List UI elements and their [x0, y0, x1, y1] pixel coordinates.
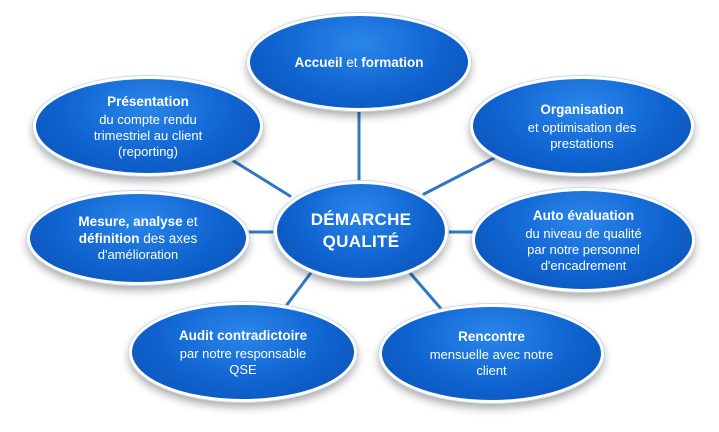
node-audit-contradictoire: Audit contradictoire par notre responsab…	[129, 302, 357, 402]
node-rencontre-title: Rencontre	[458, 329, 525, 344]
center-line-2: QUALITÉ	[322, 232, 400, 251]
connector-audit	[281, 264, 318, 312]
node-presentation: Présentation du compte rendu trimestriel…	[33, 76, 263, 176]
connector-rencontre	[402, 264, 445, 313]
connector-presentation	[230, 158, 292, 198]
center-node-demarche-qualite: DÉMARCHE QUALITÉ	[274, 181, 448, 281]
node-mesure-title-2: définition des axes	[78, 231, 198, 246]
node-organisation-title: Organisation	[540, 101, 624, 117]
node-organisation: Organisation et optimisation des prestat…	[470, 76, 694, 176]
node-rencontre: Rencontre mensuelle avec notre client	[379, 304, 604, 403]
node-presentation-desc: du compte rendu trimestriel au client (r…	[93, 111, 203, 159]
center-line-1: DÉMARCHE	[310, 210, 412, 229]
node-mesure-title-1: Mesure, analyse et	[78, 214, 198, 229]
connector-organisation	[422, 153, 502, 196]
node-auto-title: Auto évaluation	[532, 207, 635, 223]
node-mesure-analyse: Mesure, analyse et définition des axes d…	[27, 191, 249, 285]
node-auto-desc: du niveau de qualité par notre personnel…	[525, 225, 642, 273]
node-mesure-desc: d'amélioration	[97, 247, 179, 262]
node-accueil-formation: Accueil et formation	[247, 13, 471, 111]
node-audit-title: Audit contradictoire	[178, 327, 308, 343]
node-presentation-title: Présentation	[107, 93, 189, 109]
node-rencontre-desc: mensuelle avec notre client	[429, 347, 554, 378]
node-audit-desc: par notre responsable QSE	[179, 345, 307, 377]
node-accueil-title: Accueil et formation	[294, 54, 424, 70]
node-organisation-desc: et optimisation des prestations	[527, 119, 637, 151]
node-auto-evaluation: Auto évaluation du niveau de qualité par…	[472, 188, 695, 292]
